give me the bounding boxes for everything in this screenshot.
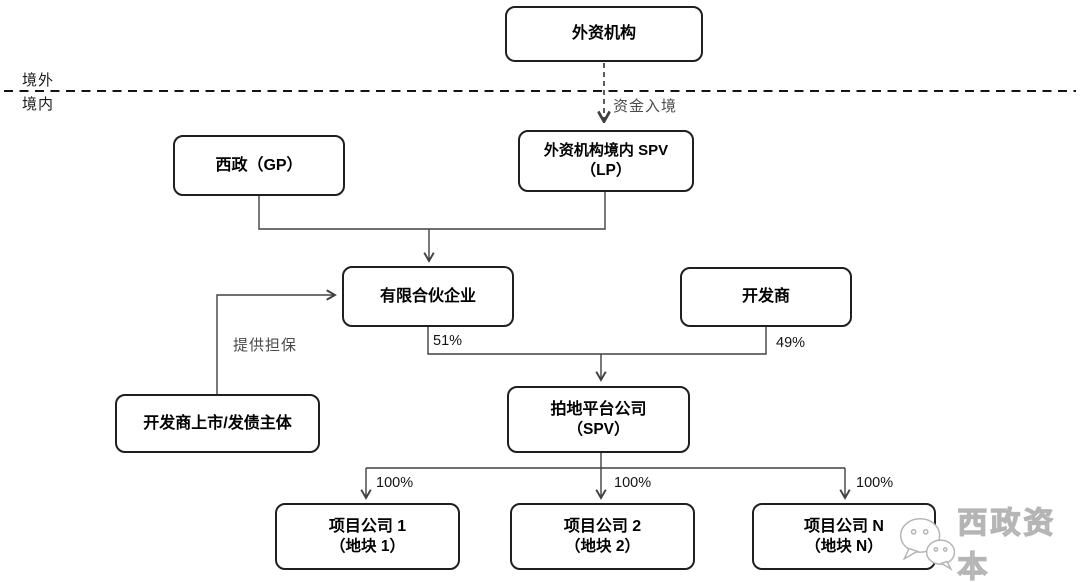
node-land-platform-line2: （SPV） <box>567 420 630 438</box>
node-domestic-spv-line2: （LP） <box>580 161 632 179</box>
node-foreign-institution: 外资机构 <box>505 6 703 62</box>
offshore-label: 境外 <box>22 72 55 89</box>
edge-shareholding-merge <box>427 326 767 355</box>
node-land-platform-line1: 拍地平台公司 <box>550 400 647 418</box>
node-project-2-line2: （地块 2） <box>565 537 640 555</box>
node-developer-label: 开发商 <box>741 288 790 306</box>
developer-share-label: 49% <box>776 335 806 351</box>
node-project-n: 项目公司 N （地块 N） <box>752 503 936 570</box>
node-project-1-line2: （地块 1） <box>330 537 405 555</box>
project-n-share-label: 100% <box>856 475 894 491</box>
node-limited-partnership-label: 有限合伙企业 <box>379 287 476 305</box>
node-bond-issuer: 开发商上市/发债主体 <box>115 394 320 453</box>
node-project-2-line1: 项目公司 2 <box>563 517 642 535</box>
node-foreign-institution-label: 外资机构 <box>571 25 636 43</box>
node-project-1-line1: 项目公司 1 <box>328 517 407 535</box>
node-bond-issuer-label: 开发商上市/发债主体 <box>143 414 292 432</box>
node-project-n-line2: （地块 N） <box>805 537 883 555</box>
node-project-n-line1: 项目公司 N <box>803 517 884 535</box>
node-project-1: 项目公司 1 （地块 1） <box>275 503 460 570</box>
node-domestic-spv-line1: 外资机构境内 SPV <box>543 141 669 159</box>
partnership-share-label: 51% <box>433 333 463 349</box>
project-2-share-label: 100% <box>614 475 652 491</box>
node-limited-partnership: 有限合伙企业 <box>342 266 514 327</box>
guarantee-label: 提供担保 <box>233 337 298 354</box>
node-domestic-spv: 外资机构境内 SPV （LP） <box>518 130 694 192</box>
node-gp-label: 西政（GP） <box>215 156 303 174</box>
funds-entry-label: 资金入境 <box>613 98 678 115</box>
onshore-label: 境内 <box>22 96 55 113</box>
edge-guarantee <box>216 295 335 394</box>
edge-gp-lp-merge <box>258 192 606 230</box>
node-project-2: 项目公司 2 （地块 2） <box>510 503 695 570</box>
node-gp: 西政（GP） <box>173 135 345 196</box>
node-developer: 开发商 <box>680 267 852 327</box>
node-land-platform: 拍地平台公司 （SPV） <box>507 386 690 453</box>
project-1-share-label: 100% <box>376 475 414 491</box>
